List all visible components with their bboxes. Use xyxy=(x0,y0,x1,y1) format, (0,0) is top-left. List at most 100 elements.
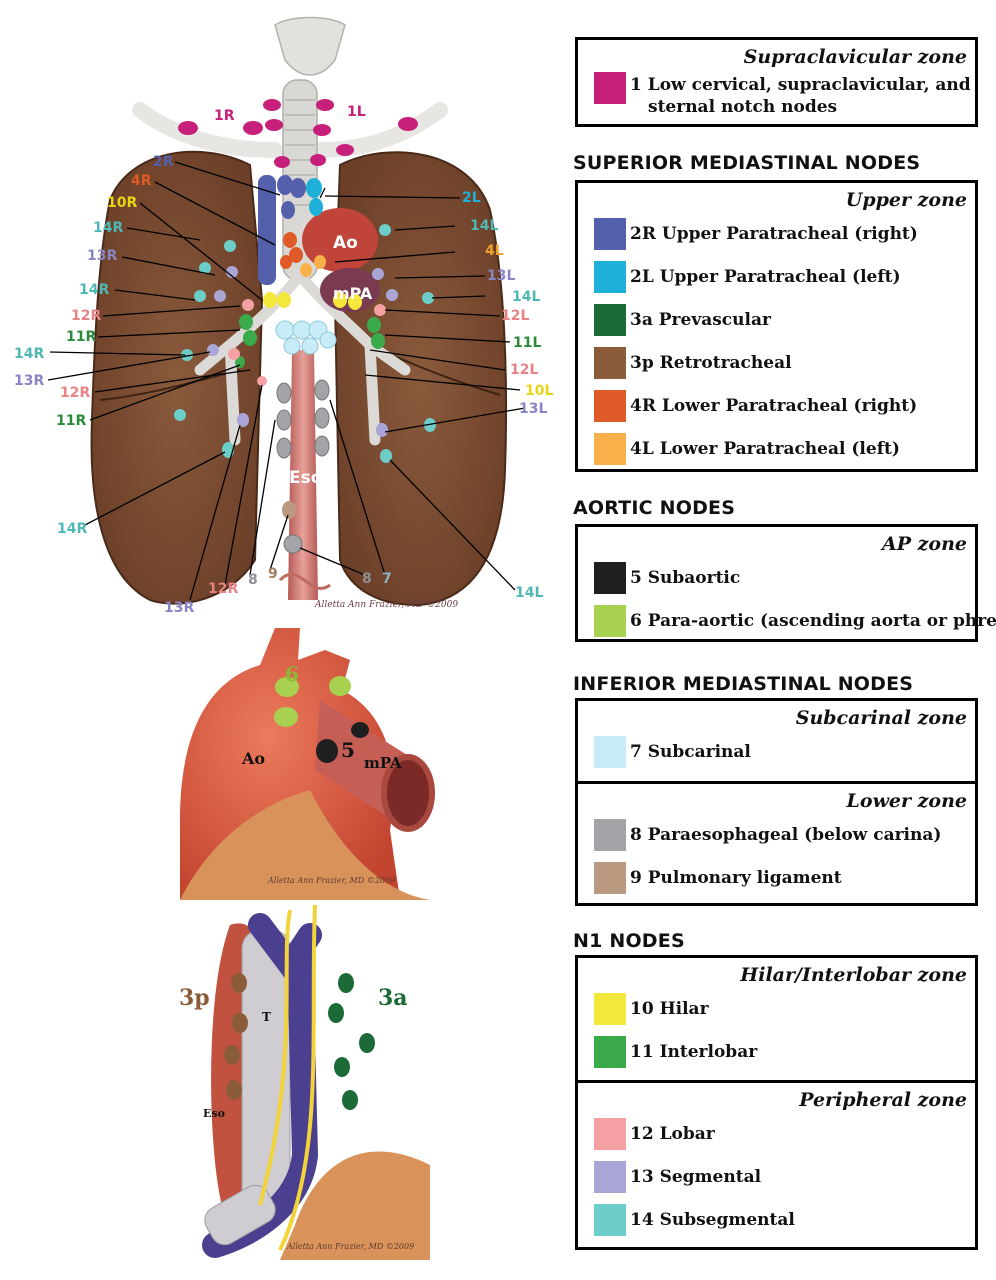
legend-label: 5 Subaortic xyxy=(630,568,741,588)
nodes-station-1 xyxy=(178,99,418,168)
label-3a: 3a xyxy=(378,985,408,1011)
label-2R: 2R xyxy=(153,154,174,170)
nodes-station-2L xyxy=(306,178,323,216)
nodes-station-13 xyxy=(207,266,398,437)
legend-label: 12 Lobar xyxy=(630,1124,715,1144)
label-11R-b: 11R xyxy=(56,413,87,429)
nodes-station-3a xyxy=(328,973,375,1110)
legend-item-14: 14 Subsegmental xyxy=(578,1199,975,1242)
nodes-station-4L xyxy=(300,255,326,277)
label-2L: 2L xyxy=(462,190,481,206)
label-mpa-main: mPA xyxy=(333,284,373,303)
swatch-3a xyxy=(594,304,626,336)
legend-superior: Upper zone 2R Upper Paratracheal (right)… xyxy=(575,180,978,472)
legend-item-10: 10 Hilar xyxy=(578,988,975,1031)
label-eso-vessels: Eso xyxy=(203,1107,225,1120)
heading-superior: SUPERIOR MEDIASTINAL NODES xyxy=(573,152,921,174)
label-8-b: 8 xyxy=(362,571,372,587)
label-14R-b: 14R xyxy=(79,282,110,298)
label-14L-b: 14L xyxy=(512,289,541,305)
zone-title: AP zone xyxy=(881,533,967,555)
swatch-5 xyxy=(594,562,626,594)
legend-item-9: 9 Pulmonary ligament xyxy=(578,857,975,900)
legend-label: 4L Lower Paratracheal (left) xyxy=(630,439,900,459)
label-14L-top: 14L xyxy=(470,218,499,234)
swatch-1 xyxy=(594,72,626,104)
legend-label: 7 Subcarinal xyxy=(630,742,751,762)
heading-inferior: INFERIOR MEDIASTINAL NODES xyxy=(573,673,914,695)
left-lung xyxy=(333,151,508,607)
legend-item-8: 8 Paraesophageal (below carina) xyxy=(578,814,975,857)
label-eso-main: Eso xyxy=(289,468,323,488)
label-4L: 4L xyxy=(485,243,504,259)
legend-item-3a: 3a Prevascular xyxy=(578,299,975,342)
label-11R-a: 11R xyxy=(66,329,97,345)
swatch-2R xyxy=(594,218,626,250)
swatch-8 xyxy=(594,819,626,851)
swatch-13 xyxy=(594,1161,626,1193)
signature-heart: Alletta Ann Frazier, MD ©2009 xyxy=(268,876,396,885)
label-11L: 11L xyxy=(513,335,542,351)
nodes-station-2R xyxy=(277,175,306,219)
nodes-station-12 xyxy=(228,299,386,386)
label-ao-heart: Ao xyxy=(242,749,266,768)
label-12L-b: 12L xyxy=(510,362,539,378)
label-13L-b: 13L xyxy=(519,401,548,417)
swatch-2L xyxy=(594,261,626,293)
nodes-station-3p xyxy=(224,973,248,1100)
legend-item-1: 1 Low cervical, supraclavicular, and ste… xyxy=(578,70,975,117)
legend-item-6: 6 Para-aortic (ascending aorta or phreni… xyxy=(578,600,996,643)
label-12R-a: 12R xyxy=(71,308,102,324)
lower-zone: Lower zone 8 Paraesophageal (below carin… xyxy=(578,781,975,900)
swatch-12 xyxy=(594,1118,626,1150)
legend-aortic: AP zone 5 Subaortic 6 Para-aortic (ascen… xyxy=(575,524,996,643)
label-svc: SVC xyxy=(324,1027,350,1040)
legend-item-7: 7 Subcarinal xyxy=(578,731,975,774)
heart-illustration xyxy=(180,628,435,900)
label-4R: 4R xyxy=(131,173,152,189)
swatch-4L xyxy=(594,433,626,465)
swatch-14 xyxy=(594,1204,626,1236)
nodes-station-8 xyxy=(276,379,330,554)
manubrium xyxy=(274,16,346,76)
zone-title: Peripheral zone xyxy=(799,1089,967,1111)
swatch-4R xyxy=(594,390,626,422)
legend-label-1: 1 Low cervical, supraclavicular, and ste… xyxy=(630,74,971,118)
left-clavicle xyxy=(312,102,448,158)
legend-label: 9 Pulmonary ligament xyxy=(630,868,842,888)
right-lung xyxy=(90,150,264,605)
label-6-heart: 6 xyxy=(285,662,299,686)
nodes-station-10 xyxy=(263,292,362,310)
legend-label-1-line2: sternal notch nodes xyxy=(648,97,838,117)
legend-item-11: 11 Interlobar xyxy=(578,1031,975,1074)
legend-label: 3p Retrotracheal xyxy=(630,353,792,373)
heading-aortic: AORTIC NODES xyxy=(573,497,736,519)
label-ao-main: Ao xyxy=(333,233,358,253)
heading-n1: N1 NODES xyxy=(573,930,685,952)
legend-n1: Hilar/Interlobar zone 10 Hilar 11 Interl… xyxy=(575,955,978,1250)
zone-title: Supraclavicular zone xyxy=(743,46,967,68)
zone-title: Lower zone xyxy=(846,790,967,812)
label-10L: 10L xyxy=(525,383,554,399)
nodes-station-6 xyxy=(274,676,351,727)
legend-label: 13 Segmental xyxy=(630,1167,762,1187)
label-12L-a: 12L xyxy=(501,308,530,324)
legend-label-1-line1: 1 Low cervical, supraclavicular, and xyxy=(630,75,971,95)
legend-item-4L: 4L Lower Paratracheal (left) xyxy=(578,428,975,471)
lung-illustration xyxy=(47,16,526,607)
nodes-station-11 xyxy=(235,314,385,368)
label-12R-c: 12R xyxy=(208,581,239,597)
label-9: 9 xyxy=(268,566,278,582)
label-8-a: 8 xyxy=(248,572,258,588)
label-5-heart: 5 xyxy=(341,738,355,762)
zone-title: Subcarinal zone xyxy=(795,707,967,729)
label-1L: 1L xyxy=(347,104,366,120)
swatch-11 xyxy=(594,1036,626,1068)
legend-label: 6 Para-aortic (ascending aorta or phreni… xyxy=(630,611,996,631)
legend-item-4R: 4R Lower Paratracheal (right) xyxy=(578,385,975,428)
legend-label: 2R Upper Paratracheal (right) xyxy=(630,224,918,244)
legend-item-2R: 2R Upper Paratracheal (right) xyxy=(578,213,975,256)
label-14R-c: 14R xyxy=(14,346,45,362)
nodes-station-14 xyxy=(174,224,436,463)
label-12R-b: 12R xyxy=(60,385,91,401)
